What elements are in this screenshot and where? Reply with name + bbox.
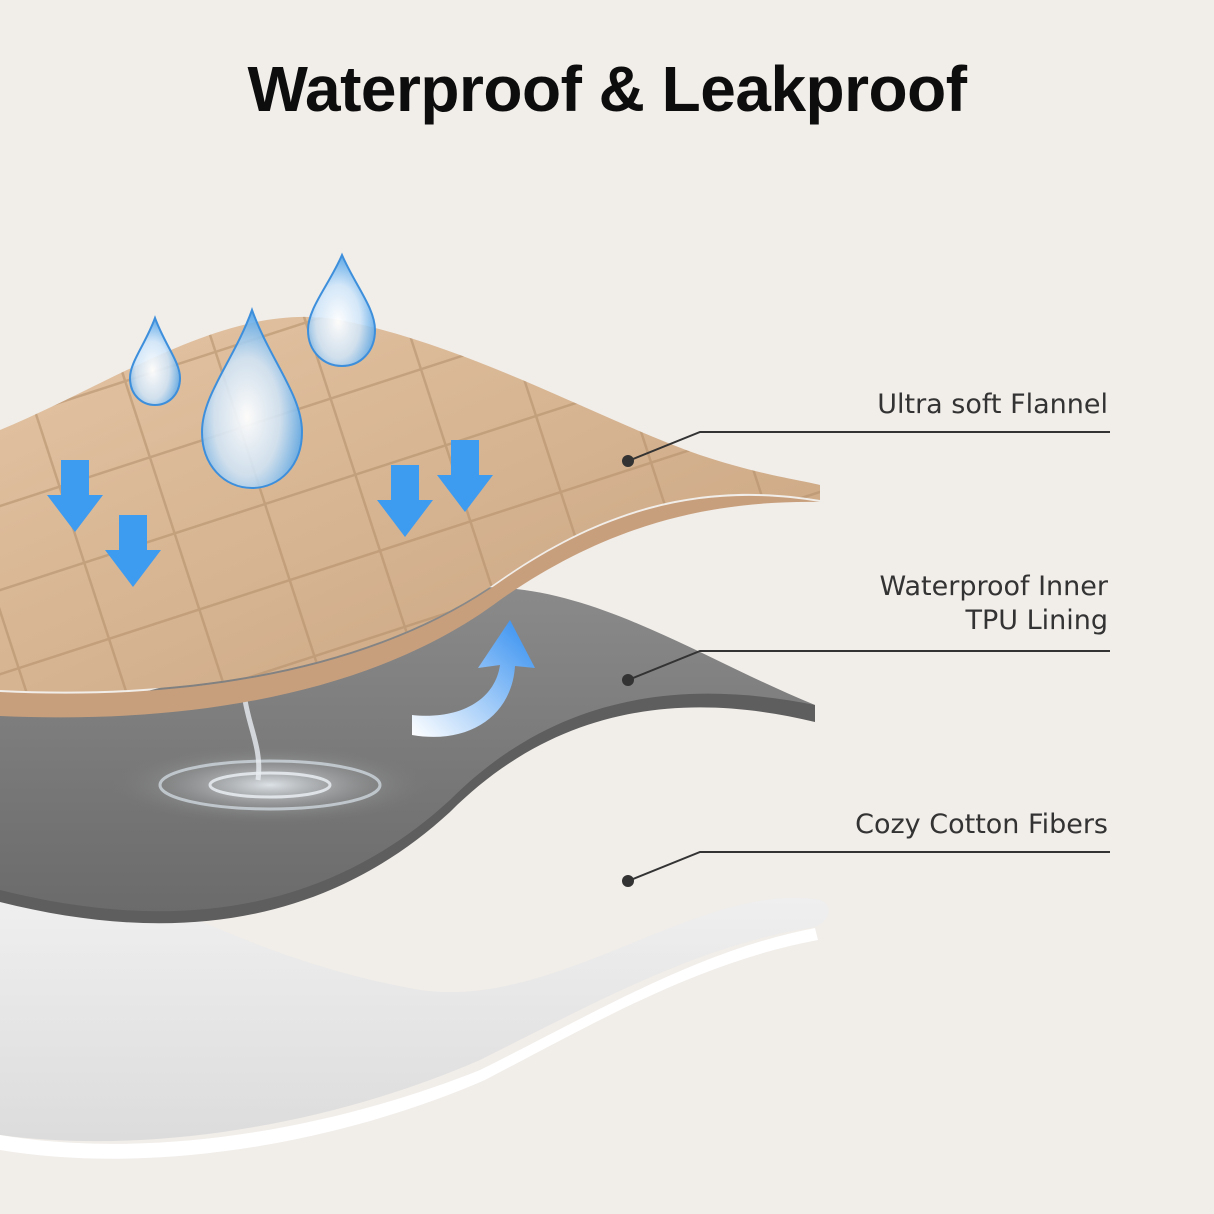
cotton-layer (0, 835, 829, 1142)
down-arrow-icon (437, 440, 493, 512)
layer-label-text: Waterproof Inner (879, 571, 1109, 602)
water-drop-icon (306, 252, 377, 368)
curved-up-arrow-icon (412, 620, 535, 737)
layer-label-cotton: Cozy Cotton Fibers (855, 808, 1108, 842)
down-arrow-icon (47, 460, 103, 532)
leader-line (622, 431, 1110, 467)
down-arrow-icon (377, 465, 433, 537)
layer-label-text: Ultra soft Flannel (877, 389, 1108, 420)
leader-line (622, 851, 1110, 887)
layer-label-flannel: Ultra soft Flannel (877, 388, 1108, 422)
water-ripple-ring (158, 759, 382, 811)
cotton-edge (0, 928, 818, 1159)
water-ripple (110, 745, 430, 825)
flannel-edge (0, 485, 820, 718)
page-title: Waterproof & Leakproof (247, 53, 967, 125)
water-ripple-ring (208, 771, 332, 799)
water-drop-icon (200, 307, 304, 490)
tpu-layer (0, 587, 815, 922)
water-splash (242, 699, 262, 781)
layer-label-text: TPU Lining (965, 605, 1108, 636)
layer-label-text: Cozy Cotton Fibers (855, 809, 1108, 840)
water-drop-icon (128, 315, 182, 407)
layer-label-tpu: Waterproof Inner TPU Lining (880, 570, 1109, 638)
down-arrow-icon (105, 515, 161, 587)
leader-line (622, 650, 1110, 686)
